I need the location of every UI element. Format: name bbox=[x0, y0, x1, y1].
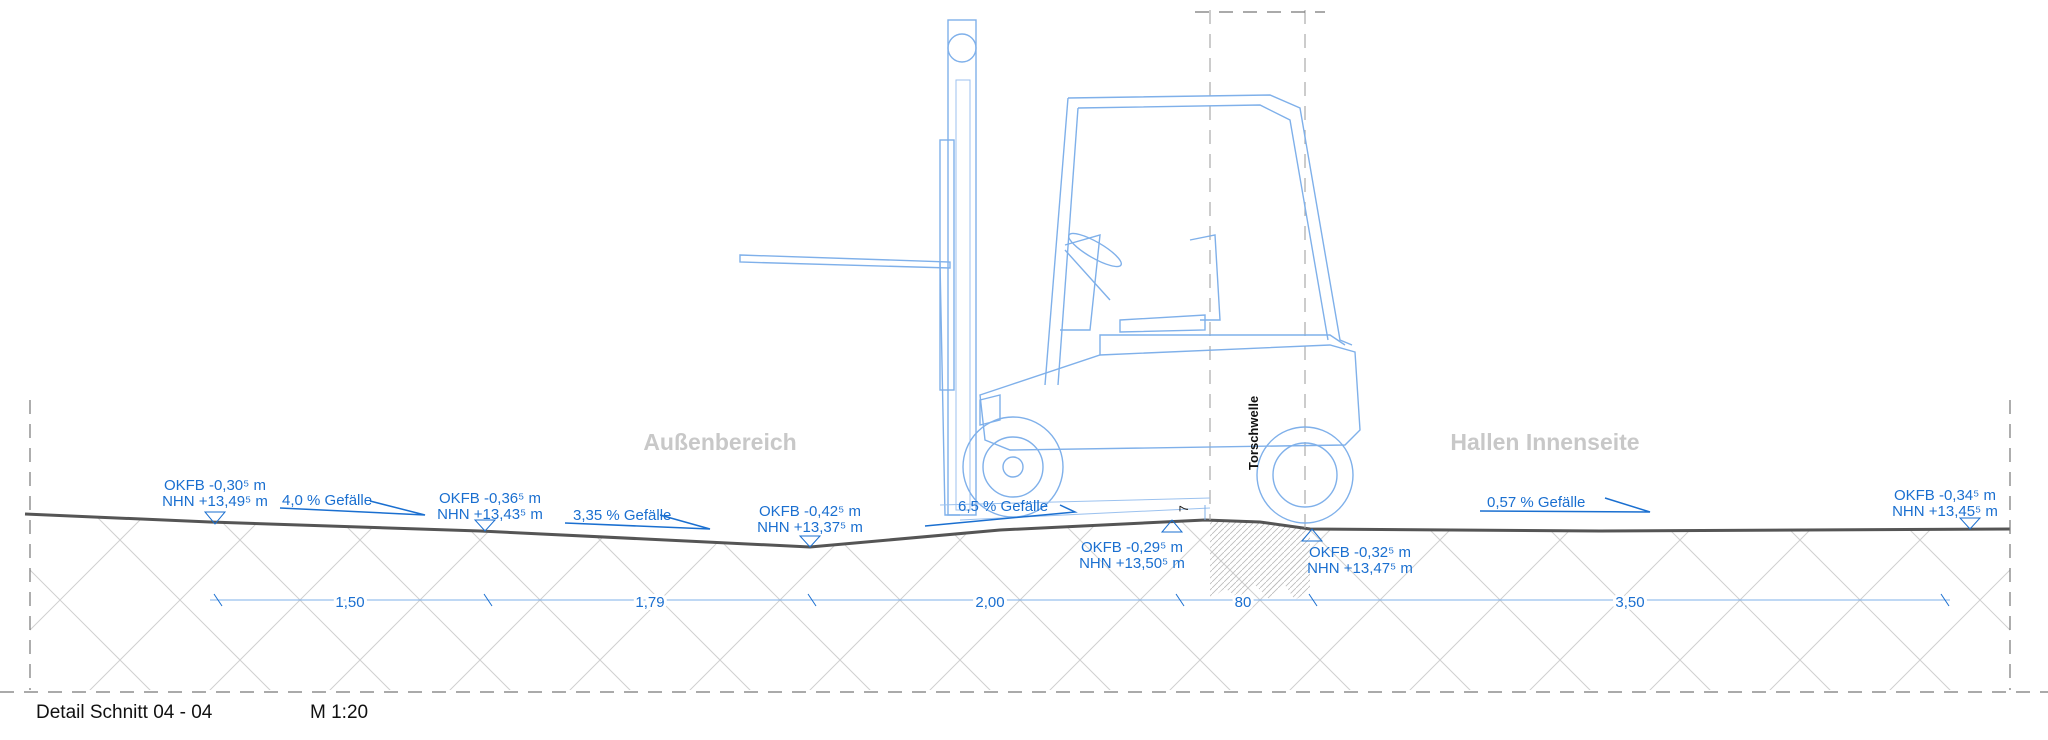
ground-soil bbox=[30, 514, 2010, 690]
svg-text:OKFB -0,29⁵ m: OKFB -0,29⁵ m bbox=[1081, 539, 1183, 556]
dimension-label: 1,50 bbox=[335, 594, 364, 611]
dimension-label: 3,50 bbox=[1615, 594, 1644, 611]
slope-label: 6,5 % Gefälle bbox=[958, 498, 1048, 515]
svg-text:NHN +13,43⁵ m: NHN +13,43⁵ m bbox=[437, 506, 543, 523]
svg-text:NHN +13,49⁵ m: NHN +13,49⁵ m bbox=[162, 493, 268, 510]
threshold-concrete bbox=[1210, 521, 1310, 600]
slope-label: 4,0 % Gefälle bbox=[282, 492, 372, 509]
level-marker: OKFB -0,42⁵ m NHN +13,37⁵ m bbox=[757, 503, 863, 548]
threshold-label: Torschwelle bbox=[1246, 396, 1261, 470]
svg-text:NHN +13,45⁵ m: NHN +13,45⁵ m bbox=[1892, 503, 1998, 520]
slope-annotation bbox=[279, 497, 1651, 530]
svg-text:NHN +13,47⁵ m: NHN +13,47⁵ m bbox=[1307, 560, 1413, 577]
forklift-drawing bbox=[739, 19, 1361, 524]
drawing-scale: M 1:20 bbox=[310, 702, 369, 723]
ground-line bbox=[24, 512, 2011, 549]
level-marker: OKFB -0,32⁵ m NHN +13,47⁵ m bbox=[1300, 528, 1413, 577]
level-marker: OKFB -0,34⁵ m NHN +13,45⁵ m bbox=[1892, 487, 1998, 530]
dimension-label: 1,79 bbox=[635, 594, 664, 611]
drawing-title: Detail Schnitt 04 - 04 bbox=[36, 702, 213, 723]
dimension-label: 80 bbox=[1235, 594, 1252, 611]
threshold-height: 7 bbox=[1177, 505, 1191, 512]
svg-text:OKFB -0,42⁵ m: OKFB -0,42⁵ m bbox=[759, 503, 861, 520]
slope-label: 3,35 % Gefälle bbox=[573, 507, 671, 524]
dimension-line: 1,50 1,79 2,00 80 3,50 bbox=[210, 591, 1950, 614]
svg-text:OKFB -0,36⁵ m: OKFB -0,36⁵ m bbox=[439, 490, 541, 507]
level-marker: OKFB -0,30⁵ m NHN +13,49⁵ m bbox=[162, 477, 268, 525]
dimension-label: 2,00 bbox=[975, 594, 1004, 611]
svg-text:NHN +13,50⁵ m: NHN +13,50⁵ m bbox=[1079, 555, 1185, 572]
region-label-outside: Außenbereich bbox=[643, 429, 796, 455]
svg-text:OKFB -0,34⁵ m: OKFB -0,34⁵ m bbox=[1894, 487, 1996, 504]
region-label-inside: Hallen Innenseite bbox=[1450, 429, 1639, 455]
level-marker: OKFB -0,29⁵ m NHN +13,50⁵ m bbox=[1079, 519, 1185, 572]
slope-label: 0,57 % Gefälle bbox=[1487, 494, 1585, 511]
svg-text:OKFB -0,32⁵ m: OKFB -0,32⁵ m bbox=[1309, 544, 1411, 561]
svg-text:OKFB -0,30⁵ m: OKFB -0,30⁵ m bbox=[164, 477, 266, 494]
svg-text:NHN +13,37⁵ m: NHN +13,37⁵ m bbox=[757, 519, 863, 536]
level-marker: OKFB -0,36⁵ m NHN +13,43⁵ m bbox=[437, 490, 543, 532]
